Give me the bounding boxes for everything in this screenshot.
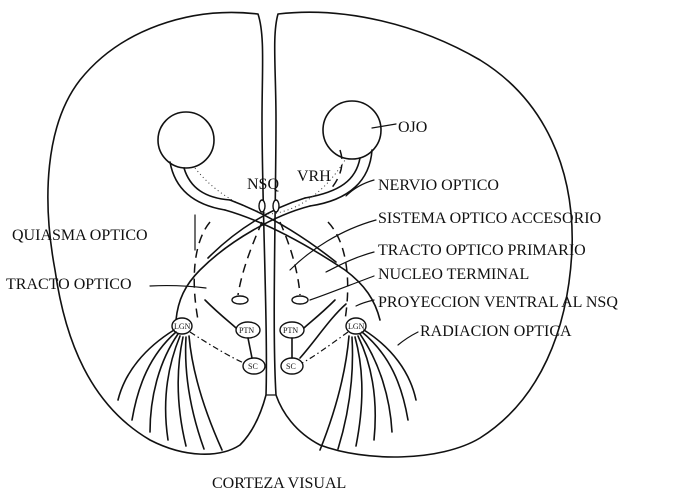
sc-left-label: SC: [248, 362, 258, 371]
left-dashed-tract: [194, 222, 210, 320]
proj-left-2: [248, 338, 252, 358]
lgn-left-label: LGN: [174, 322, 191, 331]
label-ojo: OJO: [398, 119, 427, 136]
ptn-left-label: PTN: [239, 326, 254, 335]
label-nucleo-terminal: NUCLEO TERMINAL: [378, 266, 529, 283]
label-nsq: NSQ: [247, 176, 279, 193]
sc-right-label: SC: [286, 362, 296, 371]
label-radiacion-optica: RADIACION OPTICA: [420, 323, 572, 340]
terminal-nucleus-right: [292, 296, 308, 304]
label-proyeccion-ventral: PROYECCION VENTRAL AL NSQ: [378, 294, 618, 311]
leader-tracto-optico: [150, 286, 206, 288]
chiasm-crossing-3: [230, 200, 336, 262]
optic-radiation-right: [320, 330, 416, 450]
left-optic-nerve: [170, 162, 225, 210]
label-tracto-optico-primario: TRACTO OPTICO PRIMARIO: [378, 242, 586, 259]
leader-radiacion: [398, 332, 418, 345]
left-optic-nerve-inner: [184, 168, 230, 200]
ptn-right-label: PTN: [283, 326, 298, 335]
lgn-right-label: LGN: [348, 322, 365, 331]
left-eye: [158, 112, 214, 168]
label-quiasma-optico: QUIASMA OPTICO: [12, 227, 148, 244]
proj-left-1: [205, 300, 236, 328]
leader-ojo: [372, 124, 396, 128]
nsq-nucleus-right: [273, 200, 279, 212]
optic-radiation-left: [118, 330, 222, 450]
proj-right-1: [304, 300, 335, 328]
label-sistema-optico-accesorio: SISTEMA OPTICO ACCESORIO: [378, 210, 601, 227]
nsq-nucleus-left: [259, 200, 265, 212]
terminal-nucleus-left: [232, 296, 248, 304]
lgn-sc-left: [190, 332, 244, 363]
central-dashed-left: [238, 222, 262, 295]
leader-proyeccion: [356, 300, 374, 306]
label-corteza-visual: CORTEZA VISUAL: [212, 475, 346, 492]
brain-outline-right: [274, 12, 572, 457]
label-nervio-optico: NERVIO OPTICO: [378, 177, 499, 194]
label-vrh: VRH: [297, 168, 331, 185]
label-tracto-optico: TRACTO OPTICO: [6, 276, 132, 293]
